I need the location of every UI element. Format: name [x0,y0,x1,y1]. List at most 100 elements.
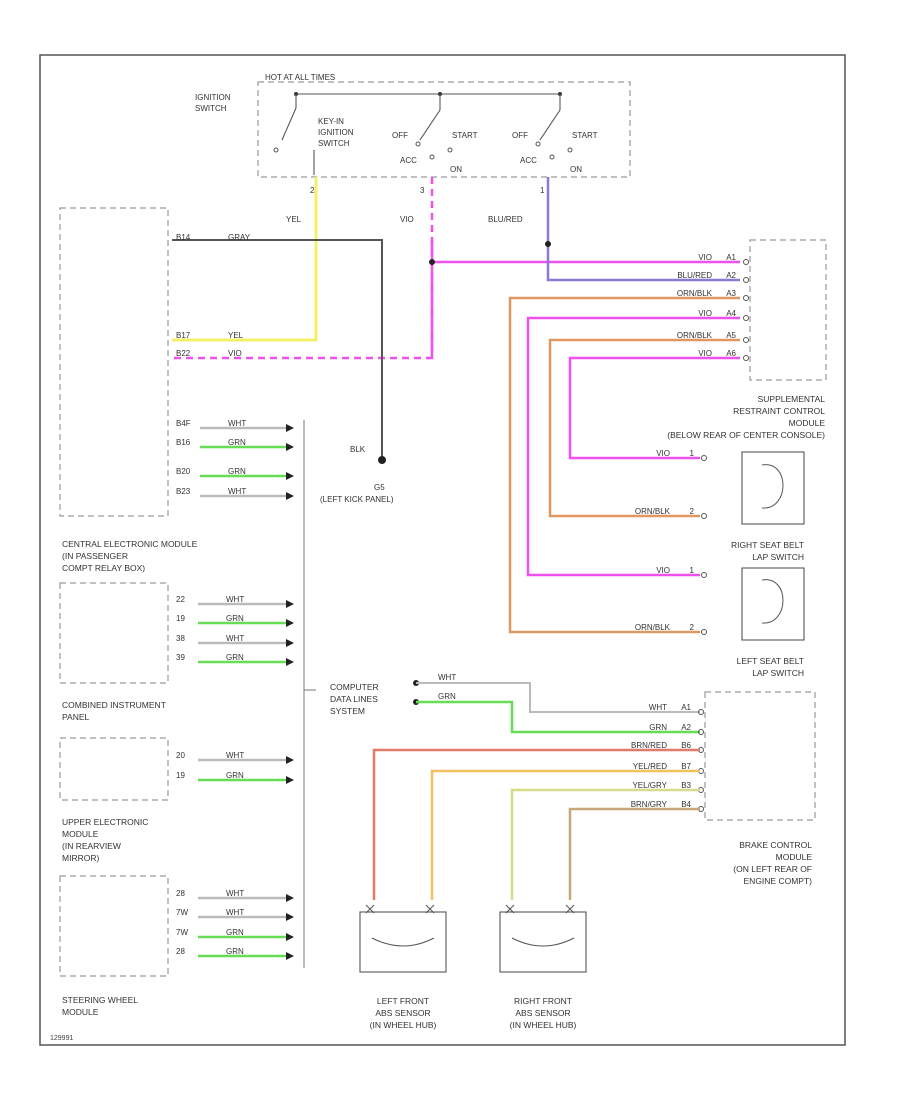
wire-vio-left-belt [526,316,740,577]
steering-wire-label-0: WHT [226,889,244,898]
wire-grn-data [416,700,700,734]
key-switch-blade [281,107,297,141]
ignition-label-2: SWITCH [195,104,227,113]
steering-pin-0: 28 [176,889,185,898]
upper-module-box [59,737,169,801]
ground-point [378,456,386,464]
left-belt-label-1: LEFT SEAT BELT [737,656,804,666]
right-abs-sensor-box [499,911,587,973]
brake-terminal-0 [698,709,704,715]
srs-terminal-0 [743,259,749,265]
splice [545,241,551,247]
steering-pin-1: 7W [176,908,188,917]
left-belt-switch-symbol [761,579,784,624]
data-grn-label: GRN [438,692,456,701]
srs-wire-label-5: VIO [698,349,712,358]
ground-location: (LEFT KICK PANEL) [320,495,394,504]
upper-label-2: MODULE [62,829,99,839]
right-belt-wire-label-0: VIO [656,449,670,458]
steering-arrow-3 [286,952,294,960]
right-abs-label-3: (IN WHEEL HUB) [510,1020,577,1030]
instrument-wire-label-2: WHT [226,634,244,643]
splice [429,259,435,265]
brake-label-4: ENGINE COMPT) [744,876,813,886]
left-belt-switch-box [741,567,805,641]
srs-label-4: (BELOW REAR OF CENTER CONSOLE) [667,430,825,440]
sw3-acc: ACC [520,156,537,165]
srs-label-2: RESTRAINT CONTROL [733,406,825,416]
srs-pin-4: A5 [726,331,736,340]
wire-wht-data [416,682,700,713]
left-belt-wire-label-0: VIO [656,566,670,575]
ground-id: G5 [374,483,385,492]
central-pin-5: B20 [176,467,191,476]
ignition-switch-box [257,81,631,178]
steering-wire-label-2: GRN [226,928,244,937]
central-arrow-3 [286,424,294,432]
srs-pin-2: A3 [726,289,736,298]
central-wire-label-1: YEL [228,331,244,340]
srs-wire-label-0: VIO [698,253,712,262]
wire-brn-gry [568,807,700,900]
brake-pin-3: B7 [681,762,691,771]
central-pin-3: B4F [176,419,191,428]
sw2-on: ON [450,165,462,174]
brake-wire-label-0: WHT [649,703,667,712]
srs-label-3: MODULE [789,418,826,428]
sw2-acc: ACC [400,156,417,165]
sw2-contact [429,154,435,160]
instrument-pin-2: 38 [176,634,185,643]
central-pin-6: B23 [176,487,191,496]
wire-orn-blk-right-belt [548,338,740,518]
sw2-contact [415,141,421,147]
steering-arrow-0 [286,894,294,902]
central-arrow-4 [286,443,294,451]
brake-wire-label-5: BRN/GRY [631,800,668,809]
left-abs-label-1: LEFT FRONT [377,996,429,1006]
instrument-arrow-3 [286,658,294,666]
wire-vio-right-belt [568,356,740,460]
upper-arrow-0 [286,756,294,764]
right-belt-pin-0: 1 [690,449,695,458]
srs-terminal-3 [743,315,749,321]
brake-label-2: MODULE [776,852,813,862]
right-abs-pin-marker [505,904,515,914]
brake-pin-0: A1 [681,703,691,712]
instrument-wire-label-3: GRN [226,653,244,662]
sw2-start: START [452,131,478,140]
ign-pin-1: 1 [540,186,545,195]
upper-label-3: (IN REARVIEW [62,841,121,851]
central-wire-label-3: WHT [228,419,246,428]
ign-pin-2: 2 [310,186,315,195]
steering-label-1: STEERING WHEEL [62,995,138,1005]
sw3-start: START [572,131,598,140]
central-module-label-3: COMPT RELAY BOX) [62,563,145,573]
right-belt-terminal-0 [701,455,707,461]
instrument-wire-label-0: WHT [226,595,244,604]
left-belt-pin-0: 1 [690,566,695,575]
steering-module-box [59,875,169,977]
left-belt-wire-label-1: ORN/BLK [635,623,671,632]
wire-yel-gry [510,788,700,900]
sw2-off: OFF [392,131,408,140]
central-wire-label-5: GRN [228,467,246,476]
data-lines-label-3: SYSTEM [330,706,365,716]
brake-pin-1: A2 [681,723,691,732]
instrument-pin-3: 39 [176,653,185,662]
upper-arrow-1 [286,776,294,784]
steering-label-2: MODULE [62,1007,99,1017]
key-in-label-3: SWITCH [318,139,350,148]
instrument-label-1: COMBINED INSTRUMENT [62,700,166,710]
left-abs-pin-marker [425,904,435,914]
data-wht-label: WHT [438,673,456,682]
brake-wire-label-2: BRN/RED [631,741,667,750]
srs-label-1: SUPPLEMENTAL [758,394,826,404]
central-wire-label-6: WHT [228,487,246,496]
srs-pin-3: A4 [726,309,736,318]
right-belt-wire-label-1: ORN/BLK [635,507,671,516]
sw3-contact [535,141,541,147]
central-pin-2: B22 [176,349,191,358]
